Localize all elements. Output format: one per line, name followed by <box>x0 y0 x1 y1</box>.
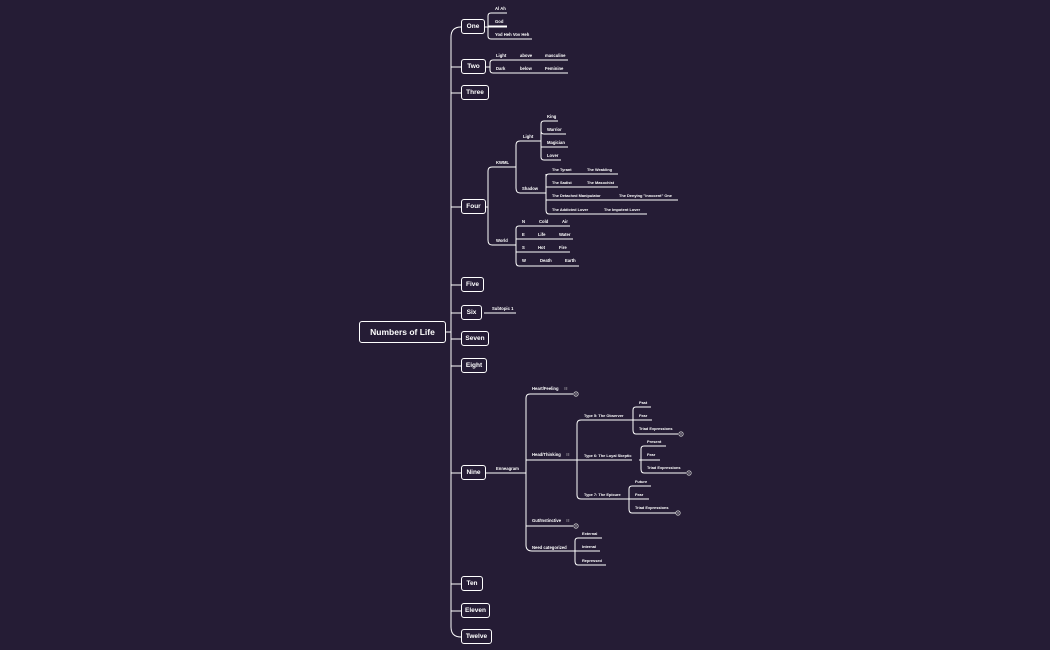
subtopic[interactable]: Fear <box>635 492 644 497</box>
subtopic[interactable]: Fear <box>639 413 648 418</box>
branch-twelve[interactable]: Twelve <box>461 629 492 644</box>
subtopic[interactable]: Dark <box>496 66 506 71</box>
subtopic-type-6[interactable]: Type 6: The Loyal Skeptic <box>584 453 632 458</box>
subtopic[interactable]: Warrior <box>547 127 562 132</box>
subtopic-head-thinking[interactable]: Head/Thinking <box>532 452 561 457</box>
root-topic[interactable]: Numbers of Life <box>359 321 446 343</box>
subtopic[interactable]: The Detached Manipulator <box>552 193 601 198</box>
branch-two[interactable]: Two <box>461 59 486 74</box>
subtopic-shadow[interactable]: Shadow <box>522 186 539 191</box>
subtopic[interactable]: God <box>495 19 504 24</box>
subtopic[interactable]: The Weakling <box>587 167 613 172</box>
subtopic[interactable]: The Tyrant <box>552 167 572 172</box>
branch-eleven[interactable]: Eleven <box>461 603 490 618</box>
subtopic[interactable]: Life <box>538 232 546 237</box>
subtopic[interactable]: S <box>522 245 525 250</box>
subtopic[interactable]: King <box>547 114 557 119</box>
subtopic-enneagram[interactable]: Enneagram <box>496 466 519 471</box>
note-icon[interactable]: ☷ <box>564 386 568 391</box>
subtopic[interactable]: The Masochist <box>587 180 615 185</box>
subtopic[interactable]: E <box>522 232 525 237</box>
branch-three[interactable]: Three <box>461 85 489 100</box>
note-icon[interactable]: ☷ <box>566 518 570 523</box>
subtopic[interactable]: Fire <box>559 245 567 250</box>
subtopic-need-categorized[interactable]: Need categorized <box>532 545 567 550</box>
subtopic-type-7[interactable]: Type 7: The Epicure <box>584 492 621 497</box>
subtopic-heart-feeling[interactable]: Heart/Feeling <box>532 386 559 391</box>
subtopic[interactable]: Magician <box>547 140 565 145</box>
subtopic[interactable]: W <box>522 258 526 263</box>
subtopic[interactable]: below <box>520 66 532 71</box>
branch-one[interactable]: One <box>461 19 485 34</box>
collapse-icon[interactable] <box>573 391 579 397</box>
subtopic[interactable]: Earth <box>565 258 576 263</box>
subtopic-gut-instinctive[interactable]: Gut/Instinctive <box>532 518 562 523</box>
note-icon[interactable]: ☷ <box>566 452 570 457</box>
subtopic[interactable]: masculine <box>545 53 566 58</box>
subtopic[interactable]: External <box>582 531 598 536</box>
subtopic[interactable]: Fear <box>647 452 656 457</box>
subtopic[interactable]: Cold <box>539 219 549 224</box>
subtopic[interactable]: Triad Expressions <box>635 505 669 510</box>
subtopic[interactable]: Yod Heh Vov Heh <box>495 32 530 37</box>
subtopic[interactable]: The Sadist <box>552 180 572 185</box>
subtopic[interactable]: Repressed <box>582 558 602 563</box>
subtopic-kwml[interactable]: KWML <box>496 160 510 165</box>
branch-five[interactable]: Five <box>461 277 484 292</box>
collapse-icon[interactable] <box>678 431 684 437</box>
subtopic[interactable]: Future <box>635 479 648 484</box>
subtopic[interactable]: Triad Expressions <box>647 465 681 470</box>
subtopic[interactable]: N <box>522 219 526 224</box>
subtopic[interactable]: Hot <box>538 245 545 250</box>
subtopic[interactable]: Al Ah <box>495 6 506 11</box>
subtopic[interactable]: The Addicted Lover <box>552 207 589 212</box>
subtopic[interactable]: Air <box>562 219 568 224</box>
branch-ten[interactable]: Ten <box>461 576 483 591</box>
branch-four[interactable]: Four <box>461 199 486 214</box>
subtopic-light[interactable]: Light <box>523 134 534 139</box>
subtopic[interactable]: Feminine <box>545 66 564 71</box>
subtopic[interactable]: Water <box>559 232 571 237</box>
subtopic[interactable]: Internal <box>582 544 597 549</box>
branch-six[interactable]: Six <box>461 305 482 320</box>
subtopic[interactable]: Past <box>639 400 648 405</box>
branch-eight[interactable]: Eight <box>461 358 487 373</box>
subtopic[interactable]: above <box>520 53 533 58</box>
subtopic-type-5[interactable]: Type 5: The Observer <box>584 413 624 418</box>
subtopic[interactable]: Light <box>496 53 507 58</box>
subtopic[interactable]: Present <box>647 439 662 444</box>
subtopic[interactable]: Death <box>540 258 552 263</box>
subtopic[interactable]: Lover <box>547 153 559 158</box>
branch-seven[interactable]: Seven <box>461 331 489 346</box>
collapse-icon[interactable] <box>686 470 692 476</box>
collapse-icon[interactable] <box>573 523 579 529</box>
subtopic[interactable]: The Impotent Lover <box>604 207 641 212</box>
subtopic[interactable]: Triad Expressions <box>639 426 673 431</box>
branch-nine[interactable]: Nine <box>461 465 486 480</box>
subtopic-world[interactable]: World <box>496 238 508 243</box>
subtopic[interactable]: The Denying "Innocent" One <box>619 193 672 198</box>
collapse-icon[interactable] <box>675 510 681 516</box>
subtopic[interactable]: Subtopic 1 <box>492 306 514 311</box>
